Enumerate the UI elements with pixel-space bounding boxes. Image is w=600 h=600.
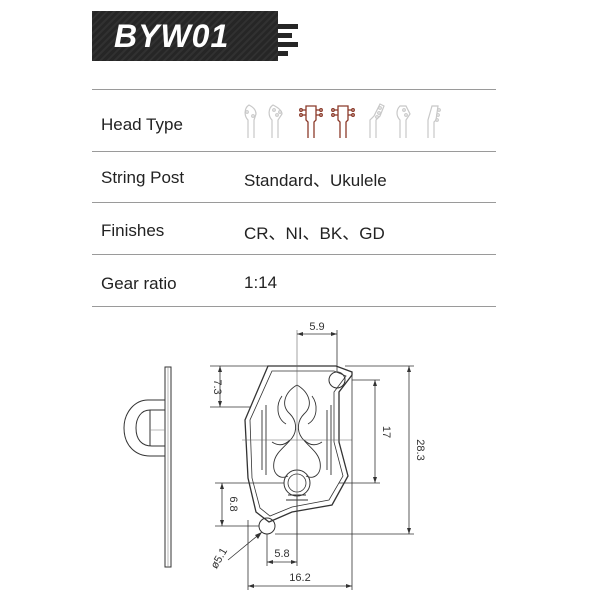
table-divider [92, 254, 496, 255]
table-divider [92, 306, 496, 307]
dimension-lines [210, 330, 414, 590]
headstock-icon [369, 103, 385, 138]
header-banner: BYW01 [92, 11, 302, 61]
plate-outline [244, 365, 353, 523]
headstock-icons [244, 103, 441, 138]
dim-top-width: 5.9 [309, 321, 324, 333]
table-divider [92, 151, 496, 152]
banner-stripe [278, 24, 298, 29]
dim-lower-width: 5.8 [274, 548, 289, 560]
banner-stripe [278, 33, 292, 38]
side-view-profile [123, 366, 172, 568]
dim-total-width: 16.2 [289, 572, 310, 584]
model-title: BYW01 [114, 18, 230, 54]
dim-lower-offset: 6.8 [227, 496, 239, 511]
table-divider [92, 89, 496, 90]
string-post-value: Standard、Ukulele [244, 171, 387, 190]
headstock-icon [396, 105, 411, 138]
dim-inner-height: 17 [380, 426, 392, 438]
dimension-arrows [218, 332, 411, 588]
banner-background [92, 11, 278, 61]
dim-hole-diameter: ø5.1 [209, 546, 230, 571]
string-post-label: String Post [101, 168, 185, 187]
gear-ratio-label: Gear ratio [101, 274, 177, 293]
dim-total-height: 28.3 [414, 439, 426, 460]
finishes-label: Finishes [101, 221, 165, 240]
table-divider [92, 202, 496, 203]
banner-stripe [278, 42, 298, 47]
headstock-icon-selected [299, 105, 323, 138]
headstock-icon [427, 105, 441, 138]
head-type-icons [240, 102, 450, 140]
banner-stripe [278, 51, 288, 56]
gear-ratio-value: 1:14 [244, 273, 278, 292]
head-type-label: Head Type [101, 115, 183, 134]
finishes-value: CR、NI、BK、GD [244, 224, 385, 243]
headstock-icon [268, 104, 283, 138]
headstock-icon [244, 104, 257, 138]
dim-upper-offset: 7.3 [211, 379, 223, 394]
headstock-icon-selected [331, 105, 355, 138]
